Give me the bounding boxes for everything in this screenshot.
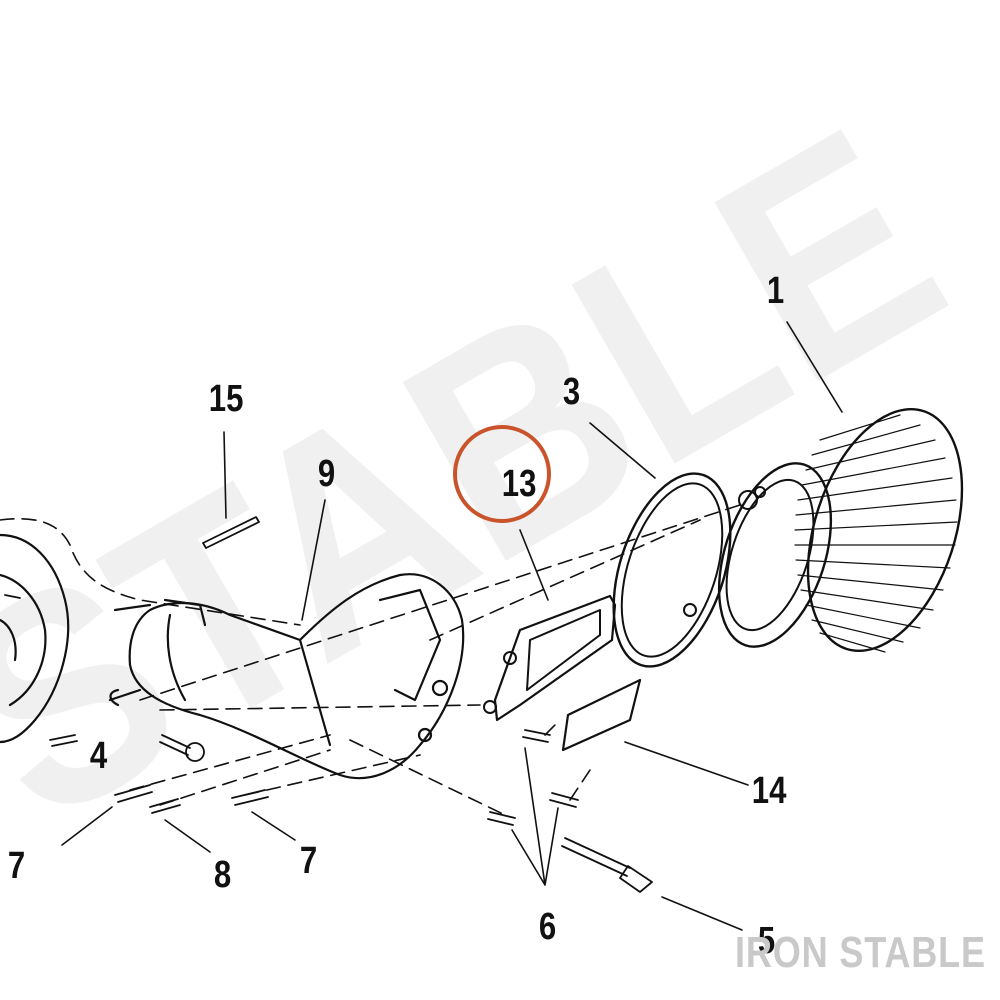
screw-7b	[231, 789, 269, 806]
leader-lines	[61, 321, 843, 931]
long-bolt-5	[561, 837, 631, 877]
backplate-housing	[108, 573, 465, 780]
fasteners	[4, 594, 653, 893]
callout-13: 13	[501, 463, 537, 505]
callout-3: 3	[562, 371, 581, 413]
callout-15: 15	[208, 378, 244, 420]
air-filter-element	[717, 407, 964, 653]
callout-8: 8	[213, 854, 232, 896]
screw-6b	[487, 811, 516, 826]
callout-7-left: 7	[7, 845, 26, 887]
strip	[202, 516, 260, 549]
callout-7-right: 7	[299, 840, 318, 882]
screw-8	[149, 798, 181, 814]
callout-5: 5	[757, 920, 776, 962]
screw-4	[159, 734, 191, 756]
callout-6: 6	[538, 906, 557, 948]
callout-4: 4	[89, 735, 108, 777]
screw-6a	[522, 729, 551, 743]
callout-9: 9	[317, 453, 336, 495]
screw-7a	[114, 784, 153, 803]
left-cover-partial	[0, 533, 70, 744]
brand-watermark: IRON STABLE	[735, 928, 986, 977]
flat-seal	[561, 678, 642, 752]
screw-6c	[549, 792, 579, 808]
gasket	[612, 472, 732, 668]
highlight-ring	[453, 425, 551, 523]
callout-1: 1	[766, 270, 785, 312]
mounting-plate	[483, 594, 617, 722]
callout-14: 14	[751, 770, 787, 812]
